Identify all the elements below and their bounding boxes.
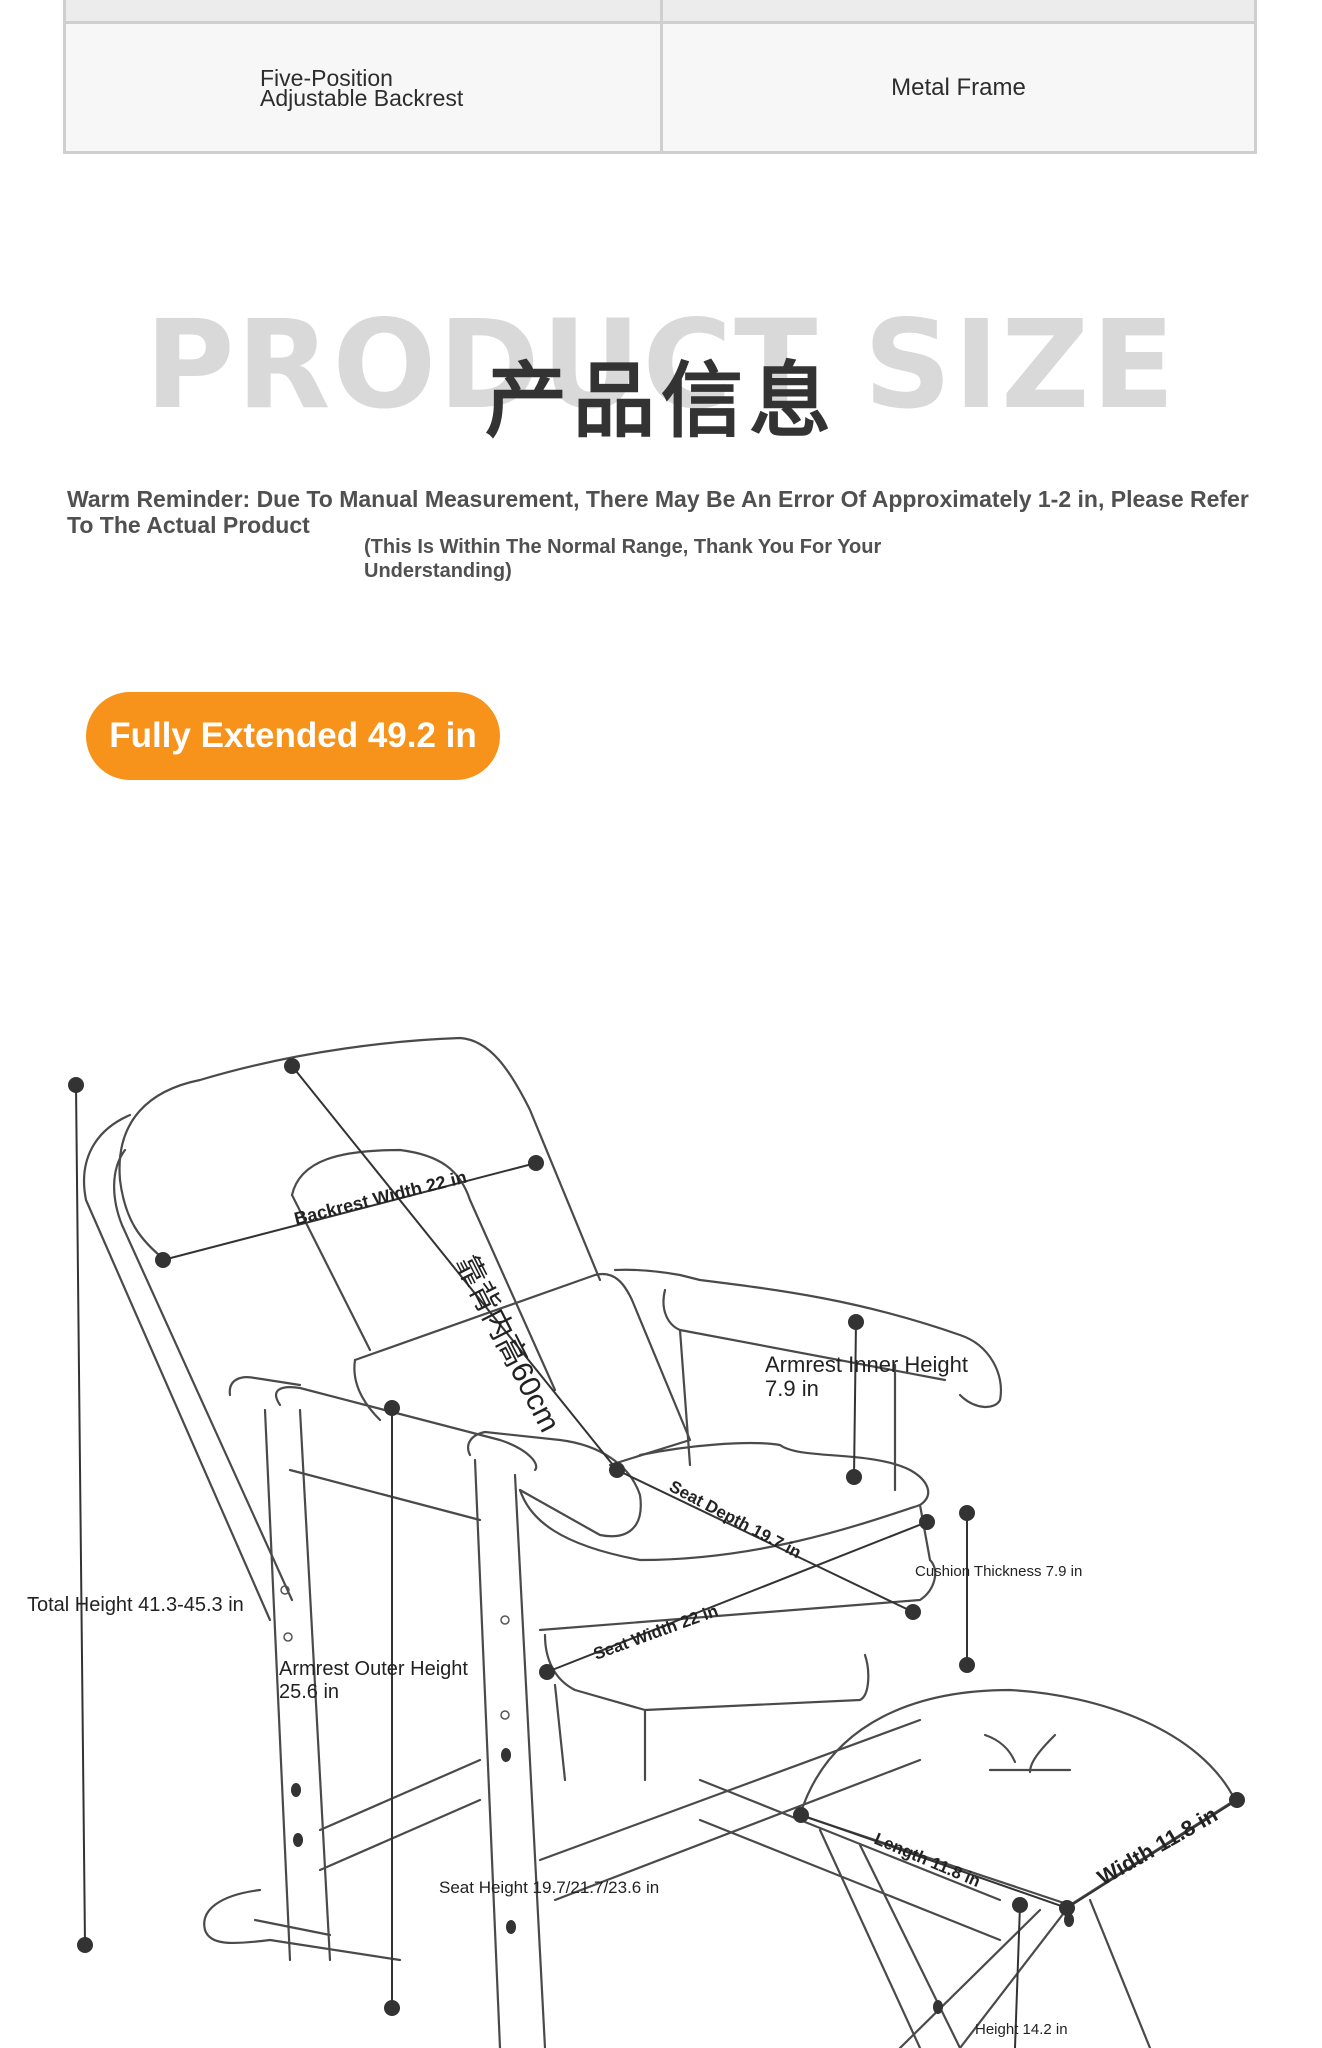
dimension-labels: Backrest Width 22 in 靠背内高60cm Armrest In… <box>27 1167 1222 2038</box>
label-seat-depth: Seat Depth 19.7 in <box>666 1477 804 1563</box>
marker-cushion-top <box>959 1505 975 1521</box>
marker-seat-width-left <box>539 1664 555 1680</box>
marker-armrest-outer-top <box>384 1400 400 1416</box>
marker-backrest-width-right <box>528 1155 544 1171</box>
spec-backrest-text: Five-Position Adjustable Backrest <box>260 64 464 111</box>
dimension-markers <box>68 1058 1245 2016</box>
label-armrest-outer-line1: Armrest Outer Height <box>279 1658 468 1680</box>
marker-backrest-inner-top <box>284 1058 300 1074</box>
product-info-title: 产品信息 <box>484 354 837 449</box>
frame-hole-4 <box>500 1710 510 1720</box>
product-size-watermark: PRODUCT SIZE <box>145 294 1177 436</box>
label-footrest-width: Width 11.8 in <box>1093 1802 1222 1891</box>
label-seat-height: Seat Height 19.7/21.7/23.6 in <box>439 1878 659 1897</box>
warm-reminder-note: (This Is Within The Normal Range, Thank … <box>364 536 882 582</box>
marker-footrest-corner <box>1059 1900 1075 1916</box>
marker-seat-depth-start <box>609 1462 625 1478</box>
frame-rivet-5 <box>1064 1913 1074 1927</box>
frame-hole-3 <box>500 1615 510 1625</box>
marker-footrest-height-top <box>1012 1897 1028 1913</box>
marker-seat-width-right <box>919 1514 935 1530</box>
frame-hole-2 <box>283 1632 293 1642</box>
chair-outline <box>82 1036 1237 2048</box>
marker-footrest-width-end <box>1229 1792 1245 1808</box>
frame-rivet-6 <box>933 2000 943 2014</box>
spec-table-header-left <box>66 0 663 24</box>
label-footrest-height: Height 14.2 in <box>975 2021 1068 2038</box>
label-armrest-inner-line1: Armrest Inner Height <box>765 1352 968 1377</box>
dimension-lines <box>75 1065 1238 2048</box>
label-armrest-inner-line2: 7.9 in <box>765 1376 819 1401</box>
warm-reminder: Warm Reminder: Due To Manual Measurement… <box>67 486 1249 538</box>
marker-cushion-bottom <box>959 1657 975 1673</box>
marker-seat-depth-end <box>905 1604 921 1620</box>
marker-armrest-outer-bottom <box>384 2000 400 2016</box>
frame-rivet-4 <box>506 1920 516 1934</box>
frame-rivet-1 <box>291 1783 301 1797</box>
label-footrest-length: Length 11.8 in <box>871 1829 983 1891</box>
spec-table: Five-Position Adjustable Backrest Metal … <box>63 0 1257 154</box>
label-seat-width: Seat Width 22 in <box>591 1601 721 1664</box>
marker-armrest-inner-top <box>848 1314 864 1330</box>
marker-backrest-width-left <box>155 1252 171 1268</box>
label-cushion-thickness: Cushion Thickness 7.9 in <box>915 1563 1082 1580</box>
label-backrest-inner-height: 靠背内高60cm <box>449 1250 566 1437</box>
marker-total-height-bottom <box>77 1937 93 1953</box>
spec-cell-frame: Metal Frame <box>663 24 1254 151</box>
marker-footrest-length-start <box>793 1807 809 1823</box>
fully-extended-badge: Fully Extended 49.2 in <box>86 692 500 780</box>
spec-cell-backrest: Five-Position Adjustable Backrest <box>66 24 663 151</box>
spec-table-header-right <box>663 0 1254 24</box>
frame-rivet-2 <box>293 1833 303 1847</box>
marker-armrest-inner-bottom <box>846 1469 862 1485</box>
frame-hole-1 <box>280 1585 290 1595</box>
label-armrest-outer-line2: 25.6 in <box>279 1681 339 1703</box>
frame-rivet-3 <box>501 1748 511 1762</box>
spec-frame-text: Metal Frame <box>891 73 1026 101</box>
label-total-height: Total Height 41.3-45.3 in <box>27 1594 244 1616</box>
marker-total-height-top <box>68 1077 84 1093</box>
